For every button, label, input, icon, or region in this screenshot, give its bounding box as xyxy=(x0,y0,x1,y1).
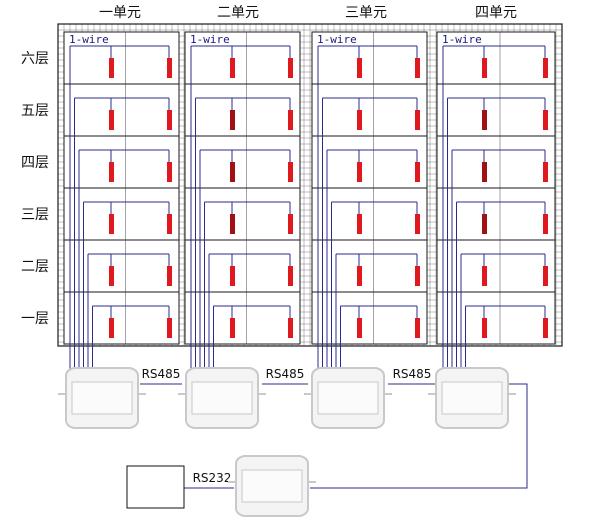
red-rect-sensor-icon xyxy=(288,162,293,182)
red-rect-sensor-icon xyxy=(357,162,362,182)
red-rect-sensor-icon xyxy=(167,110,172,130)
rs485-label: RS485 xyxy=(142,367,181,381)
red-rect-sensor-icon xyxy=(482,214,487,234)
floor-label: 五层 xyxy=(21,103,49,119)
rounded-box-converter-icon xyxy=(58,367,146,429)
converter-face xyxy=(241,469,303,503)
rs485-return-wire xyxy=(310,383,528,489)
red-rect-sensor-icon xyxy=(543,318,548,338)
red-rect-sensor-icon xyxy=(109,266,114,286)
red-rect-sensor-icon xyxy=(543,162,548,182)
red-rect-sensor-icon xyxy=(230,162,235,182)
red-rect-sensor-icon xyxy=(357,214,362,234)
red-rect-sensor-icon xyxy=(230,214,235,234)
red-rect-sensor-icon xyxy=(415,58,420,78)
unit-title: 二单元 xyxy=(217,5,259,21)
red-rect-sensor-icon xyxy=(167,214,172,234)
computer-box xyxy=(126,465,185,509)
floor-label: 六层 xyxy=(21,51,49,67)
red-rect-sensor-icon xyxy=(482,318,487,338)
red-rect-sensor-icon xyxy=(288,110,293,130)
unit-title: 四单元 xyxy=(475,5,517,21)
red-rect-sensor-icon xyxy=(288,214,293,234)
unit-title: 三单元 xyxy=(345,5,387,21)
floor-label: 一层 xyxy=(21,311,49,327)
red-rect-sensor-icon xyxy=(482,162,487,182)
red-rect-sensor-icon xyxy=(167,58,172,78)
red-rect-sensor-icon xyxy=(167,318,172,338)
red-rect-sensor-icon xyxy=(109,318,114,338)
red-rect-sensor-icon xyxy=(415,214,420,234)
wire-label: 1-wire xyxy=(317,33,357,46)
red-rect-sensor-icon xyxy=(357,318,362,338)
rs485-label: RS485 xyxy=(266,367,305,381)
converter-face xyxy=(317,381,379,415)
red-rect-sensor-icon xyxy=(543,214,548,234)
rounded-box-converter-icon xyxy=(228,455,316,517)
unit-title: 一单元 xyxy=(99,5,141,21)
red-rect-sensor-icon xyxy=(415,266,420,286)
red-rect-sensor-icon xyxy=(357,110,362,130)
rounded-box-converter-icon xyxy=(178,367,266,429)
red-rect-sensor-icon xyxy=(167,266,172,286)
wire-label: 1-wire xyxy=(69,33,109,46)
red-rect-sensor-icon xyxy=(167,162,172,182)
red-rect-sensor-icon xyxy=(288,58,293,78)
red-rect-sensor-icon xyxy=(415,162,420,182)
red-rect-sensor-icon xyxy=(230,318,235,338)
red-rect-sensor-icon xyxy=(230,58,235,78)
red-rect-sensor-icon xyxy=(482,266,487,286)
rounded-box-converter-icon xyxy=(304,367,392,429)
devices xyxy=(58,367,516,517)
converter-face xyxy=(71,381,133,415)
red-rect-sensor-icon xyxy=(230,266,235,286)
rs232-label: RS232 xyxy=(193,471,232,485)
floor-label: 二层 xyxy=(21,259,49,275)
red-rect-sensor-icon xyxy=(109,214,114,234)
floor-label: 四层 xyxy=(21,155,49,171)
red-rect-sensor-icon xyxy=(543,58,548,78)
red-rect-sensor-icon xyxy=(357,58,362,78)
red-rect-sensor-icon xyxy=(543,110,548,130)
converter-face xyxy=(191,381,253,415)
rs485-label: RS485 xyxy=(393,367,432,381)
red-rect-sensor-icon xyxy=(482,58,487,78)
red-rect-sensor-icon xyxy=(288,318,293,338)
red-rect-sensor-icon xyxy=(109,162,114,182)
red-rect-sensor-icon xyxy=(415,110,420,130)
red-rect-sensor-icon xyxy=(543,266,548,286)
wire-label: 1-wire xyxy=(190,33,230,46)
wire-label: 1-wire xyxy=(442,33,482,46)
red-rect-sensor-icon xyxy=(482,110,487,130)
red-rect-sensor-icon xyxy=(109,58,114,78)
red-rect-sensor-icon xyxy=(288,266,293,286)
red-rect-sensor-icon xyxy=(357,266,362,286)
converter-face xyxy=(441,381,503,415)
red-rect-sensor-icon xyxy=(415,318,420,338)
red-rect-sensor-icon xyxy=(230,110,235,130)
rounded-box-converter-icon xyxy=(428,367,516,429)
wiring xyxy=(69,45,548,489)
red-rect-sensor-icon xyxy=(109,110,114,130)
floor-label: 三层 xyxy=(21,207,49,223)
